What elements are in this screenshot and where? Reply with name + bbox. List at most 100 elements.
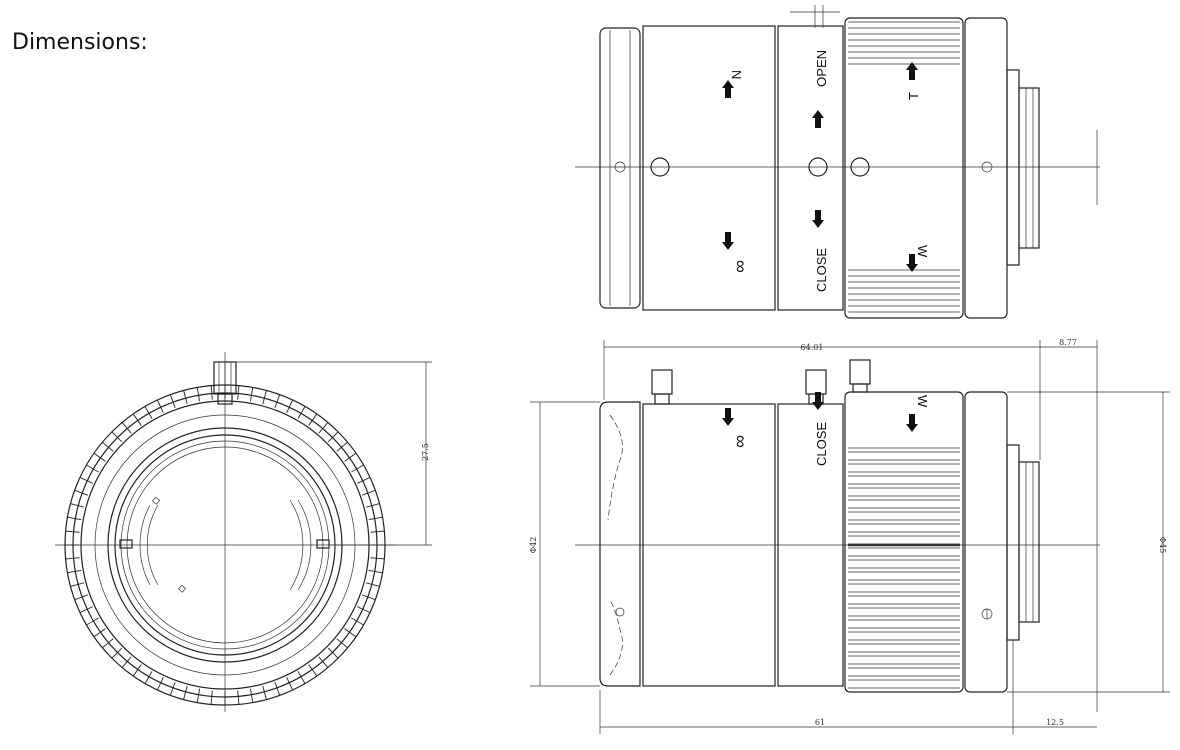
- knurl-line: [102, 441, 114, 452]
- knurl-line: [318, 422, 329, 434]
- knurl-line: [67, 569, 82, 574]
- knurl-line: [74, 594, 88, 601]
- mount-flange: [1006, 69, 1020, 266]
- label-close: CLOSE: [814, 248, 829, 292]
- knurl-line: [74, 489, 88, 496]
- knurl-line: [362, 594, 376, 601]
- dim-height: 27.5: [421, 443, 430, 461]
- knurl-line: [318, 656, 329, 668]
- knurl-line: [93, 452, 106, 462]
- knurl-line: [86, 464, 99, 473]
- knurl-line: [121, 422, 132, 434]
- knurl-line: [111, 431, 123, 443]
- knurl-line: [365, 503, 380, 508]
- knurl-line: [249, 688, 254, 703]
- zoom-ring: [844, 17, 964, 319]
- knurl-line: [210, 690, 213, 705]
- c-mount-thread: [1018, 461, 1040, 623]
- label-open: OPEN: [814, 50, 829, 87]
- knurl-line: [357, 606, 371, 614]
- knurl-line: [274, 394, 281, 408]
- label-t: T: [906, 92, 921, 100]
- knurl-line: [93, 628, 106, 638]
- knurl-line: [357, 476, 371, 484]
- knurl-line: [308, 664, 318, 677]
- arrow-down-icon: [722, 232, 734, 250]
- label-close: CLOSE: [814, 422, 829, 466]
- knurl-line: [65, 530, 80, 533]
- iris-ring: [777, 25, 844, 311]
- knurl-line: [274, 682, 281, 696]
- lens-side-view-bottom: ∞ CLOSE W 64.01 8.77: [529, 338, 1170, 734]
- front-ring: [599, 401, 641, 687]
- retainer-clip-right: [289, 499, 304, 591]
- rear-ring: [964, 17, 1008, 319]
- knurl-line: [196, 688, 201, 703]
- zoom-ring-knurl: [848, 447, 960, 693]
- dim-front-diameter: Φ42: [529, 537, 538, 554]
- arrow-up-icon: [722, 80, 734, 98]
- arrow-down-icon: [906, 254, 918, 272]
- focus-ring: [642, 25, 776, 311]
- knurl-line: [70, 582, 85, 587]
- knurl-line: [365, 582, 380, 587]
- knurl-line: [297, 406, 306, 419]
- focus-ring: [642, 403, 776, 687]
- arrow-down-icon: [812, 210, 824, 228]
- label-infinity: ∞: [731, 435, 751, 448]
- knurl-line: [286, 399, 294, 413]
- knurl-line: [249, 387, 254, 402]
- arrow-down-icon: [906, 414, 918, 432]
- lens-glass: [126, 446, 324, 644]
- knurl-line: [210, 385, 213, 400]
- label-w: W: [915, 245, 930, 258]
- knurl-line: [86, 617, 99, 626]
- knurl-line: [237, 690, 240, 705]
- knurl-line: [308, 413, 318, 426]
- knurl-line: [79, 606, 93, 614]
- knurl-line: [327, 647, 339, 659]
- c-mount-thread: [1018, 87, 1040, 249]
- knurl-line: [70, 503, 85, 508]
- rear-ring: [964, 391, 1008, 693]
- knurl-line: [132, 664, 142, 677]
- label-n: N: [729, 70, 744, 79]
- knurl-line: [262, 685, 267, 700]
- knurl-line: [327, 431, 339, 443]
- knurl-line: [111, 647, 123, 659]
- front-screw-icon: [614, 161, 626, 173]
- knurl-line: [67, 516, 82, 521]
- knurl-line: [79, 476, 93, 484]
- knurl-line: [362, 489, 376, 496]
- dim-rear-diameter: Φ45: [1158, 537, 1167, 554]
- iris-lock-hole: [808, 157, 828, 177]
- dim-overall-length: 64.01: [801, 343, 824, 352]
- knurl-line: [237, 385, 240, 400]
- dim-back-focus: 12.5: [1046, 718, 1064, 727]
- arrow-down-icon: [722, 408, 734, 426]
- focus-lock-hole: [650, 157, 670, 177]
- knurl-line: [262, 390, 267, 405]
- knurl-line: [297, 671, 306, 684]
- knurl-line: [368, 569, 383, 574]
- focus-lock-screw-icon: [651, 369, 673, 395]
- knurl-line: [196, 387, 201, 402]
- lens-side-view-top: N ∞ OPEN CLOSE T W: [575, 5, 1100, 319]
- knurl-line: [344, 628, 357, 638]
- knurl-line: [102, 638, 114, 649]
- knurl-line: [336, 638, 348, 649]
- iris-lock-screw-icon: [805, 369, 827, 395]
- zoom-ring-knurl: [848, 21, 960, 313]
- knurl-line: [370, 530, 385, 533]
- label-w: W: [915, 395, 930, 408]
- knurl-line: [351, 617, 364, 626]
- knurl-line: [336, 441, 348, 452]
- zoom-lock-screw-icon: [849, 359, 871, 385]
- label-infinity: ∞: [731, 260, 751, 273]
- arrow-up-icon: [812, 110, 824, 128]
- knurl-line: [286, 677, 294, 691]
- mount-flange: [1006, 444, 1020, 641]
- knurl-line: [344, 452, 357, 462]
- knurl-line: [156, 399, 164, 413]
